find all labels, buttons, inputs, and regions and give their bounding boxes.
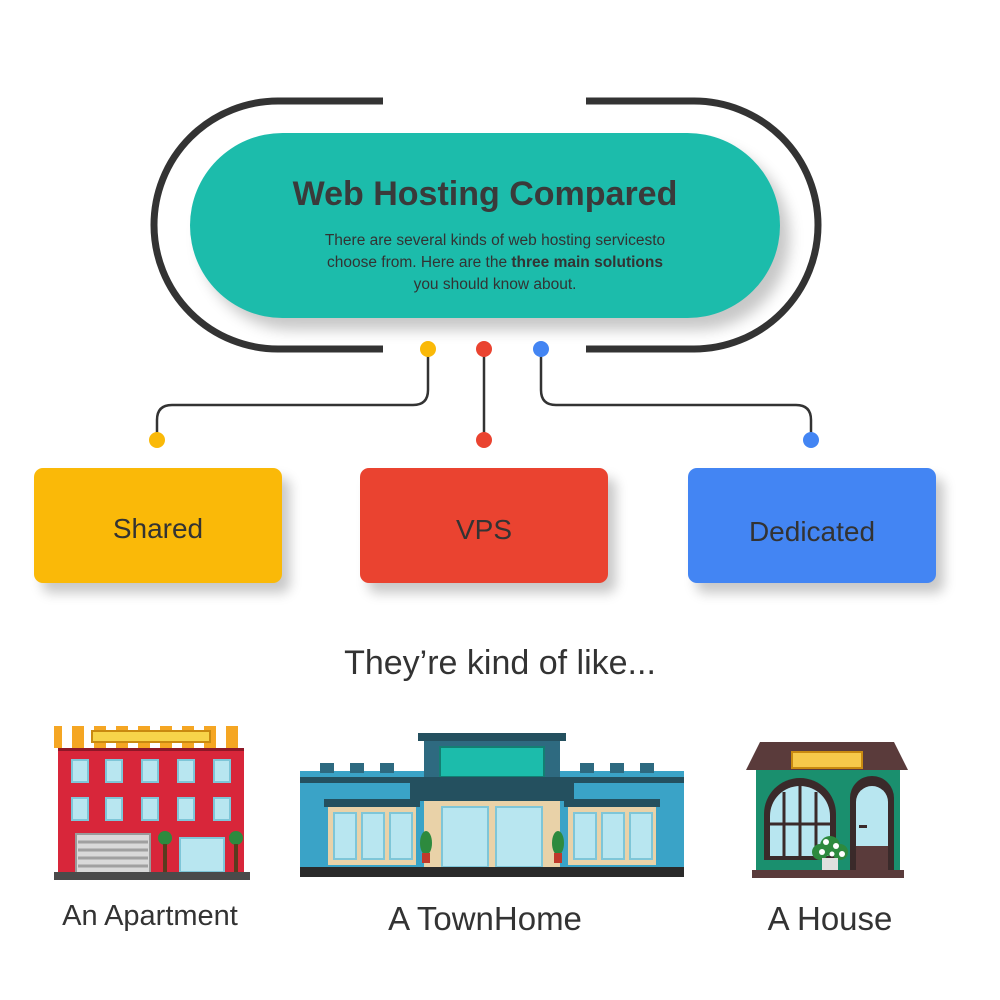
option-shared: Shared — [34, 468, 282, 583]
option-dedicated: Dedicated — [688, 468, 936, 583]
desc-line-1: There are several kinds of web hosting s… — [324, 232, 666, 249]
header-description: There are several kinds of web hosting s… — [280, 230, 710, 296]
dot-red-top — [476, 341, 492, 357]
page-title: Web Hosting Compared — [292, 175, 678, 213]
desc-line-3: you should know about. — [413, 276, 577, 293]
building-label-townhome: A TownHome — [388, 900, 582, 937]
desc-line-2: choose from. Here are the — [327, 254, 512, 271]
dot-yellow-top — [420, 341, 436, 357]
building-label-apartment: An Apartment — [62, 900, 238, 932]
option-vps: VPS — [360, 468, 608, 583]
tagline: They’re kind of like... — [344, 644, 656, 682]
connector-dedicated — [539, 349, 813, 440]
building-label-house: A House — [767, 900, 893, 937]
connector-shared — [155, 349, 430, 440]
dot-yellow-bottom — [149, 432, 165, 448]
frame-right-bracket — [586, 97, 822, 353]
option-dedicated-label: Dedicated — [748, 515, 876, 547]
dot-red-bottom — [476, 432, 492, 448]
desc-bold: three main solutions — [511, 254, 663, 271]
house-icon — [746, 742, 908, 878]
townhome-icon — [300, 733, 684, 877]
apartment-icon — [54, 726, 250, 880]
dot-blue-top — [533, 341, 549, 357]
header-pill: Web Hosting Compared There are several k… — [190, 133, 780, 318]
option-shared-label: Shared — [112, 512, 204, 544]
option-vps-label: VPS — [455, 513, 513, 545]
dot-blue-bottom — [803, 432, 819, 448]
frame-left-bracket — [150, 97, 383, 353]
